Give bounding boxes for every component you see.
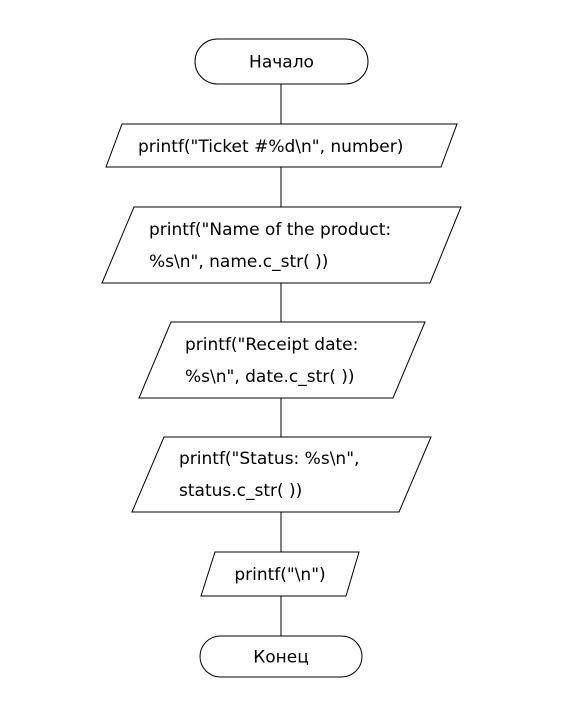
io-step-3-line-1: printf("Receipt date: xyxy=(185,335,358,355)
io-step-4-line-1: printf("Status: %s\n", xyxy=(179,449,359,469)
io-step-2-line-2: %s\n", name.c_str( )) xyxy=(149,252,328,272)
io-step-4-line-2: status.c_str( )) xyxy=(179,481,302,501)
io-step-4-shape xyxy=(131,436,432,513)
io-step-1-shape xyxy=(105,123,458,168)
start-terminator xyxy=(194,38,369,85)
io-step-1-line-1: printf("Ticket #%d\n", number) xyxy=(138,137,403,157)
end-terminator xyxy=(199,635,363,678)
io-step-3-shape xyxy=(138,321,426,399)
end-label: Конец xyxy=(253,648,309,668)
io-step-2-line-1: printf("Name of the product: xyxy=(149,220,391,240)
io-step-2-shape xyxy=(101,206,462,284)
io-step-5-shape xyxy=(200,551,360,597)
io-step-3-line-2: %s\n", date.c_str( )) xyxy=(185,367,355,387)
start-label: Начало xyxy=(249,53,314,73)
io-step-5-line-1: printf("\n") xyxy=(234,565,325,585)
